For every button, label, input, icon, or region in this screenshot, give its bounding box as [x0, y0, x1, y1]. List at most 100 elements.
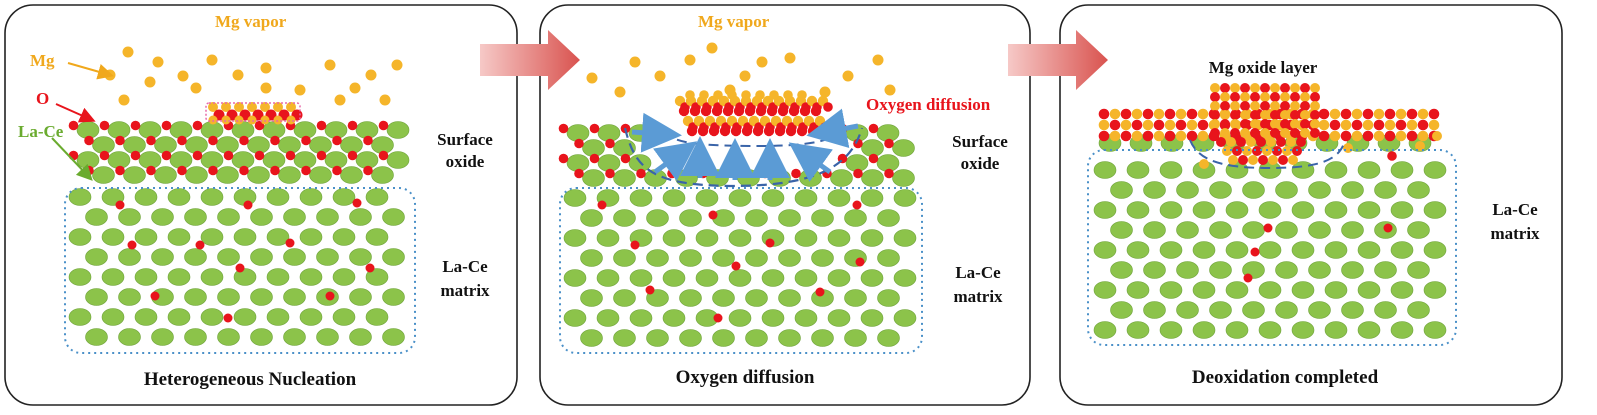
- la-ce-atom: [706, 169, 729, 187]
- oxygen-atom: [1290, 128, 1300, 138]
- mg-atom: [273, 115, 283, 125]
- la-ce-atom: [1242, 301, 1265, 319]
- la-ce-atom: [761, 269, 785, 287]
- la-ce-atom: [613, 289, 636, 307]
- oxygen-atom: [127, 240, 137, 250]
- la-ce-atom: [646, 329, 669, 347]
- la-ce-atom: [778, 249, 801, 267]
- oxygen-atom: [1131, 119, 1143, 131]
- la-ce-atom: [233, 308, 257, 326]
- oxygen-atom: [1120, 108, 1132, 120]
- la-ce-atom: [371, 166, 394, 184]
- mg-atom: [1120, 119, 1132, 131]
- mg-atom: [1286, 137, 1296, 147]
- mg-atom: [872, 54, 884, 66]
- mg-atom: [273, 102, 283, 112]
- oxygen-atom: [1351, 119, 1363, 131]
- la-ce-atom: [794, 189, 818, 207]
- mg-atom: [1432, 131, 1442, 141]
- oxygen-atom: [347, 150, 358, 161]
- la-ce-atom: [1159, 161, 1183, 179]
- la-ce-atom: [299, 188, 323, 206]
- la-ce-atom: [1275, 301, 1298, 319]
- panel-1-matrix-boundary: [64, 187, 416, 354]
- oxygen-atom: [1362, 130, 1374, 142]
- la-ce-atom: [134, 228, 158, 246]
- mg-atom: [349, 82, 361, 94]
- la-ce-atom: [695, 189, 719, 207]
- mg-atom: [654, 70, 666, 82]
- la-ce-atom: [1357, 241, 1381, 259]
- oxygen-atom: [195, 240, 205, 250]
- la-ce-atom: [1291, 241, 1315, 259]
- la-ce-atom: [1423, 321, 1447, 339]
- oxygen-atom: [722, 105, 734, 117]
- la-ce-atom: [266, 188, 290, 206]
- la-ce-atom: [1209, 301, 1232, 319]
- la-ce-atom: [1357, 281, 1381, 299]
- la-ce-atom: [646, 249, 669, 267]
- oxygen-atom: [678, 105, 690, 117]
- la-ce-atom: [596, 309, 620, 327]
- oxygen-atom: [68, 150, 79, 161]
- oxygen-atom: [1340, 108, 1352, 120]
- mg-atom: [1290, 83, 1300, 93]
- oxygen-atom: [774, 125, 786, 137]
- la-ce-atom: [278, 166, 301, 184]
- oxygen-atom: [130, 120, 141, 131]
- la-ce-atom: [266, 228, 290, 246]
- la-ce-atom: [68, 188, 92, 206]
- la-ce-atom: [563, 309, 587, 327]
- mg-atom: [1248, 155, 1258, 165]
- la-ce-atom: [1341, 261, 1364, 279]
- la-ce-atom: [844, 289, 867, 307]
- la-ce-atom: [1407, 301, 1430, 319]
- oxygen-atom: [686, 125, 698, 137]
- panel-1-atoms: [68, 46, 410, 346]
- la-ce-atom: [580, 289, 603, 307]
- la-ce-atom: [118, 208, 141, 226]
- mg-atom: [1109, 130, 1121, 142]
- oxygen-atom: [823, 102, 833, 112]
- la-ce-atom: [563, 269, 587, 287]
- mg-atom: [1260, 110, 1270, 120]
- la-ce-atom: [811, 329, 834, 347]
- la-ce-atom: [877, 329, 900, 347]
- la-ce-atom: [1093, 321, 1117, 339]
- la-ce-atom: [299, 268, 323, 286]
- la-ce-atom: [349, 208, 372, 226]
- oxygen-atom: [667, 168, 677, 179]
- oxygen-atom: [365, 263, 375, 273]
- la-ce-atom: [695, 269, 719, 287]
- la-ce-atom: [827, 269, 851, 287]
- la-ce-atom: [382, 208, 405, 226]
- mg-atom: [1197, 130, 1209, 142]
- oxygen-atom: [1164, 108, 1176, 120]
- oxygen-atom: [708, 210, 718, 220]
- oxygen-atom: [868, 153, 879, 164]
- mg-atom: [1197, 108, 1209, 120]
- mg-atom: [221, 115, 231, 125]
- la-ce-atom: [1324, 201, 1348, 219]
- oxygen-atom: [1240, 101, 1250, 111]
- la-ce-atom: [1209, 261, 1232, 279]
- oxygen-atom: [1250, 92, 1260, 102]
- oxygen-atom: [325, 291, 335, 301]
- la-ce-atom: [154, 166, 177, 184]
- mg-atom: [614, 86, 626, 98]
- la-ce-atom: [233, 268, 257, 286]
- oxygen-atom: [1329, 119, 1341, 131]
- la-ce-atom: [1357, 201, 1381, 219]
- oxygen-atom: [161, 120, 172, 131]
- la-ce-atom: [794, 229, 818, 247]
- la-ce-atom: [1275, 181, 1298, 199]
- la-ce-atom: [1110, 301, 1133, 319]
- panel-1-oxide-label: oxide: [446, 152, 485, 171]
- mg-atom: [1142, 119, 1154, 131]
- la-ce-atom: [217, 328, 240, 346]
- mg-atom: [1282, 146, 1292, 156]
- oxygen-atom: [791, 168, 801, 179]
- la-ce-atom: [1390, 321, 1414, 339]
- la-ce-atom: [309, 166, 332, 184]
